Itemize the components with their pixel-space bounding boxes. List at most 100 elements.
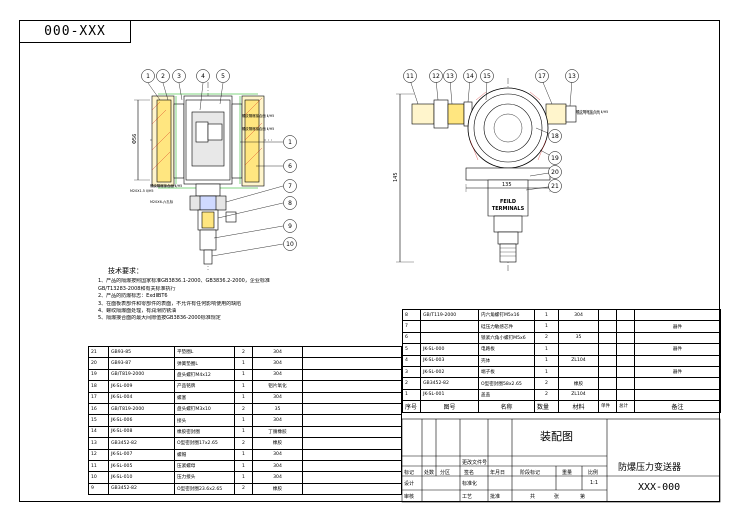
bom-cell: 35 — [252, 402, 303, 416]
bom-cell: O型密封圈23.6x2.65 — [174, 482, 235, 496]
balloon: 4 — [201, 73, 205, 80]
bom-cell: 16 — [88, 402, 109, 416]
left-section-view — [134, 82, 272, 270]
bom-cell: 橡胶 — [252, 437, 303, 450]
balloon: 18 — [551, 133, 559, 140]
bom-cell-empty — [598, 308, 617, 322]
header-total: 总计 — [616, 400, 635, 413]
tb-label-mark: 标记 — [404, 470, 415, 476]
header-name: 名称 — [478, 400, 535, 413]
technical-requirements: 技术要求： 1、产品的隔爆按照国家标准GB3836.1-2000、GB3836.… — [98, 267, 338, 323]
bom-cell: 1 — [534, 308, 559, 322]
balloon: 13 — [446, 73, 454, 80]
bom-cell: 锁紧六角小螺钉M5x6 — [478, 331, 535, 345]
balloon: 12 — [432, 73, 440, 80]
balloon: 10 — [286, 241, 294, 248]
bom-cell: 盘头螺钉M3x10 — [174, 402, 235, 416]
header-qty: 数量 — [534, 400, 559, 413]
bom-cell: 压力接头 — [174, 471, 235, 484]
bom-cell-empty — [616, 308, 635, 322]
bom-cell: 1 — [234, 368, 253, 382]
bom-cell: 17 — [88, 391, 109, 404]
terminal-label: FEILD TERMINALS — [492, 199, 525, 212]
header-remark: 备注 — [634, 400, 721, 413]
bom-cell: 1 — [234, 425, 253, 439]
tb-label-approve: 批准 — [490, 494, 501, 500]
bom-cell: GB3452-82 — [108, 482, 175, 496]
bom-cell: 1 — [234, 357, 253, 370]
tb-label-design: 设计 — [404, 481, 415, 487]
bom-cell — [634, 308, 721, 322]
bom-cell — [302, 414, 402, 427]
bom-cell: JK-SL-009 — [108, 380, 175, 393]
product-name: 防爆压力变送器 — [618, 463, 682, 473]
bom-cell: 1 — [234, 459, 253, 473]
bom-cell: 1 — [534, 354, 559, 367]
tb-label-change: 更改文件号 — [462, 460, 488, 466]
bom-cell-empty — [598, 343, 617, 356]
bom-cell: 13 — [88, 437, 109, 450]
bom-cell — [302, 448, 402, 461]
bom-cell: 2 — [234, 402, 253, 416]
drawing-number: XXX-000 — [638, 482, 681, 493]
bom-cell-empty — [598, 377, 617, 390]
balloon: 19 — [551, 155, 559, 162]
bom-cell: 器件 — [634, 365, 721, 379]
bom-cell: 接头 — [174, 414, 235, 427]
height-dimension: 145 — [393, 172, 399, 182]
bom-cell: 304 — [252, 471, 303, 484]
bom-cell: 9 — [88, 482, 109, 496]
bom-cell: 21 — [88, 345, 109, 359]
tb-label-date: 年月日 — [490, 470, 506, 476]
bom-cell: 1 — [534, 343, 559, 356]
bom-cell: 内六角螺钉M5x16 — [478, 308, 535, 322]
left-callouts: 螺纹隔爆接合面 Ⅱ/H5 螺纹隔爆接合面 Ⅱ/H5 M20X1.5 Ⅱ/H5 螺… — [130, 109, 608, 204]
bom-cell: GB/T119-2000 — [420, 308, 479, 322]
bom-cell — [634, 331, 721, 345]
bom-cell: 304 — [252, 414, 303, 427]
bom-cell-empty — [616, 388, 635, 402]
left-balloons: 1 2 3 4 5 1 6 7 8 9 10 — [146, 73, 294, 248]
header-single: 单件 — [598, 400, 617, 413]
bom-cell: JK-SL-003 — [420, 354, 479, 367]
bom-cell: GB3452-82 — [420, 377, 479, 390]
bom-cell: O型密封圈17x2.65 — [174, 437, 235, 450]
bom-cell: JK-SL-000 — [420, 343, 479, 356]
bom-cell: 304 — [252, 357, 303, 370]
bom-cell — [634, 377, 721, 390]
bom-cell — [558, 320, 599, 333]
diameter-dimension: Φ56 — [132, 134, 138, 144]
tech-title: 技术要求： — [108, 267, 143, 275]
bom-cell: 18 — [88, 380, 109, 393]
balloon: 9 — [288, 223, 292, 230]
bom-cell: 器件 — [634, 343, 721, 356]
bom-cell: 304 — [252, 345, 303, 359]
bom-cell: GB/T819-2000 — [108, 402, 175, 416]
bom-cell: 平垫圈L — [174, 345, 235, 359]
bom-cell — [302, 471, 402, 484]
bom-cell: 2 — [402, 377, 421, 390]
tech-item: 1、产品的隔爆按照国家标准GB3836.1-2000、GB3836.2-2000… — [98, 278, 270, 285]
bom-cell: 器件 — [634, 320, 721, 333]
bom-cell: 电路板 — [478, 343, 535, 356]
bom-cell: 压紧螺母 — [174, 459, 235, 473]
tb-label-sheet-unit: 张 — [554, 494, 560, 500]
bom-cell: 端子板 — [478, 365, 535, 379]
bom-cell — [302, 482, 402, 496]
bom-cell: JK-SL-010 — [108, 471, 175, 484]
tech-item: 5、隔爆接合面的最大间隙值按GB3836-2000标准规定 — [98, 315, 221, 322]
